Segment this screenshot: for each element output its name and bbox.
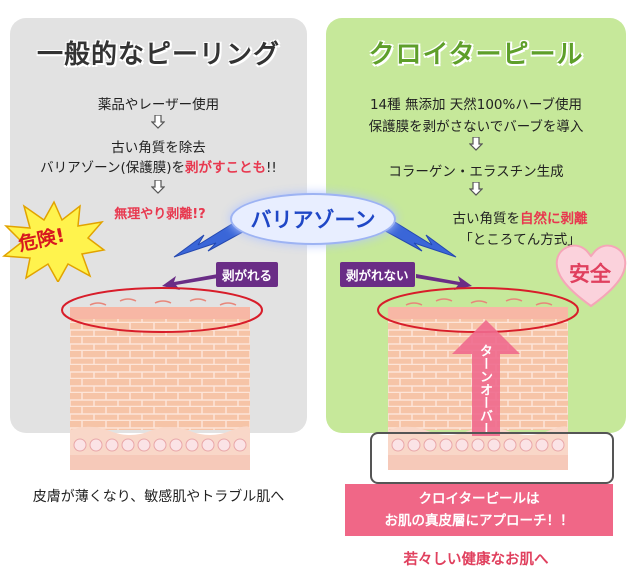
down-arrow-icon bbox=[469, 182, 483, 196]
right-step-5: 「ところてん方式」 bbox=[459, 232, 581, 248]
left-arrow-icon bbox=[162, 274, 218, 290]
safe-label: 安全 bbox=[569, 262, 611, 286]
right-step-1: 14種 無添加 天然100%ハーブ使用 bbox=[369, 97, 583, 113]
left-skin-illustration bbox=[70, 307, 250, 470]
right-title: クロイターピール bbox=[368, 40, 584, 70]
left-title: 一般的なピーリング bbox=[36, 40, 280, 70]
right-arrow-icon bbox=[416, 274, 472, 290]
right-footer: 若々しい健康なお肌へ bbox=[403, 552, 549, 568]
heart-icon bbox=[555, 244, 627, 308]
down-arrow-icon bbox=[151, 115, 165, 129]
left-step-2: 古い角質を除去 bbox=[111, 140, 206, 156]
right-step-2: 保護膜を剥がさないでバーブを導入 bbox=[368, 119, 584, 135]
pink-callout: クロイターピールは お肌の真皮層にアプローチ！！ bbox=[345, 484, 613, 536]
danger-burst-icon bbox=[2, 200, 106, 282]
left-step-1: 薬品やレーザー使用 bbox=[97, 97, 220, 113]
dermis-highlight-box bbox=[370, 432, 614, 484]
left-footer: 皮膚が薄くなり、敏感肌やトラブル肌へ bbox=[32, 489, 285, 505]
peel-off-label: 剥がれる bbox=[216, 262, 279, 287]
left-barrier-ellipse bbox=[61, 287, 263, 333]
turnover-arrow-icon bbox=[452, 320, 520, 436]
down-arrow-icon bbox=[151, 180, 165, 194]
left-step-3: バリアゾーン(保護膜)を剥がすことも!! bbox=[40, 160, 277, 176]
right-step-3: コラーゲン・エラスチン生成 bbox=[388, 164, 564, 180]
turnover-label: ターンオーバー bbox=[477, 344, 492, 435]
barrier-zone-label: バリアゾーン bbox=[230, 193, 396, 245]
no-peel-label: 剥がれない bbox=[340, 262, 415, 287]
left-warning: 無理やり剥離!? bbox=[114, 207, 206, 222]
right-step-4: 古い角質を自然に剥離 bbox=[452, 211, 588, 227]
down-arrow-icon bbox=[469, 137, 483, 151]
